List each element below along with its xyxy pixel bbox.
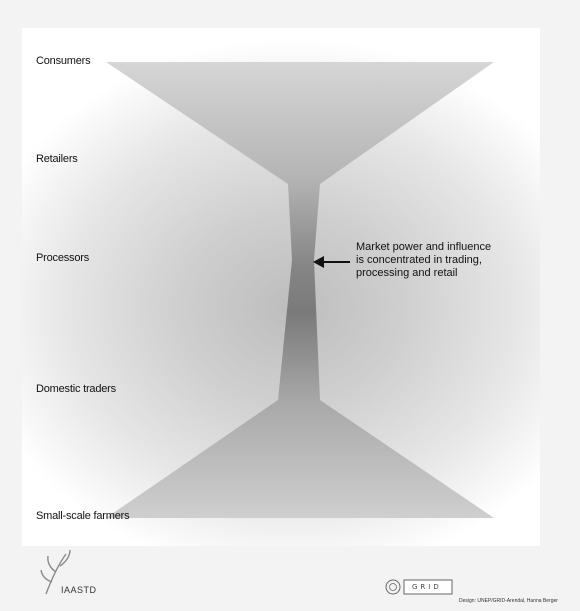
- level-consumers: Consumers: [36, 55, 91, 67]
- grid-logo-icon: [403, 579, 453, 595]
- annotation-line: processing and retail: [356, 267, 458, 279]
- annotation-arrow-head: [313, 256, 324, 268]
- level-processors: Processors: [36, 252, 90, 264]
- annotation-line: Market power and influence: [356, 241, 492, 253]
- iaastd-logo-icon: [40, 549, 71, 595]
- level-retailers: Retailers: [36, 153, 78, 165]
- level-domestic-traders: Domestic traders: [36, 383, 116, 395]
- market-power-annotation: Market power and influence is concentrat…: [356, 241, 526, 280]
- design-credit: Design: UNEP/GRID-Arendal, Hanna Berger: [459, 598, 558, 604]
- unep-logo-icon: [385, 579, 401, 595]
- annotation-line: is concentrated in trading,: [356, 254, 482, 266]
- level-small-scale-farmers: Small-scale farmers: [36, 510, 130, 522]
- iaastd-logo-text: IAASTD: [61, 585, 97, 595]
- hourglass-funnel: [106, 62, 494, 518]
- grid-logo-text: GRID: [412, 583, 442, 591]
